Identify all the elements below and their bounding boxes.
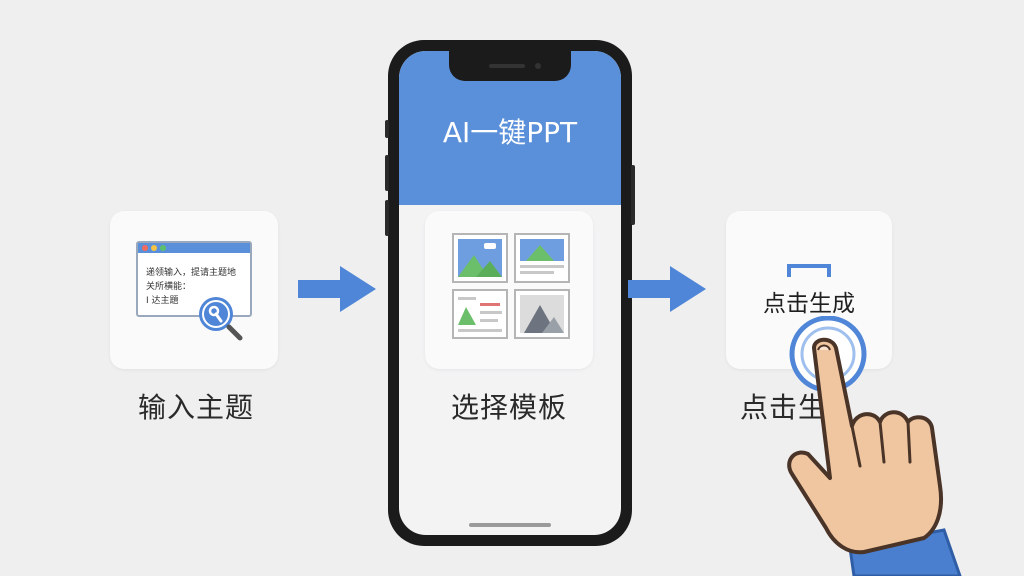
window-dot-yellow xyxy=(151,245,157,251)
step-label-generate: 点击生 xyxy=(740,391,828,424)
phone-volume-down xyxy=(385,200,389,236)
app-header: AI一键PPT xyxy=(399,51,621,205)
right-arrow-icon xyxy=(298,266,376,312)
phone-side-button xyxy=(385,120,389,138)
window-dot-red xyxy=(142,245,148,251)
home-indicator[interactable] xyxy=(469,523,551,527)
phone-volume-up xyxy=(385,155,389,191)
speaker-grille xyxy=(489,64,525,68)
app-title: AI一键PPT xyxy=(442,116,578,149)
magnifier-icon xyxy=(199,297,243,341)
window-title-bar xyxy=(138,243,250,253)
window-text-line-2: 关所横能： xyxy=(146,282,192,292)
template-thumbnail-4[interactable] xyxy=(514,289,570,339)
bracket-icon xyxy=(787,264,831,277)
phone-power-button xyxy=(631,165,635,225)
window-text-line-3: I 达主題 xyxy=(146,296,179,306)
pointing-hand-icon xyxy=(787,316,962,576)
window-text-line-1: 递领输入，提请主题地 xyxy=(146,268,237,278)
template-thumbnail-3[interactable] xyxy=(452,289,508,339)
browser-window-illustration: 递领输入，提请主题地 关所横能： I 达主題 xyxy=(136,241,252,317)
right-arrow-icon xyxy=(628,266,706,312)
phone-notch xyxy=(449,51,571,81)
window-dot-green xyxy=(160,245,166,251)
generate-button-label[interactable]: 点击生成 xyxy=(763,291,855,317)
template-thumbnail-2[interactable] xyxy=(514,233,570,283)
template-thumbnail-1[interactable] xyxy=(452,233,508,283)
camera-icon xyxy=(535,63,541,69)
step-label-template: 选择模板 xyxy=(451,391,568,424)
step-label-input: 输入主题 xyxy=(138,391,255,424)
